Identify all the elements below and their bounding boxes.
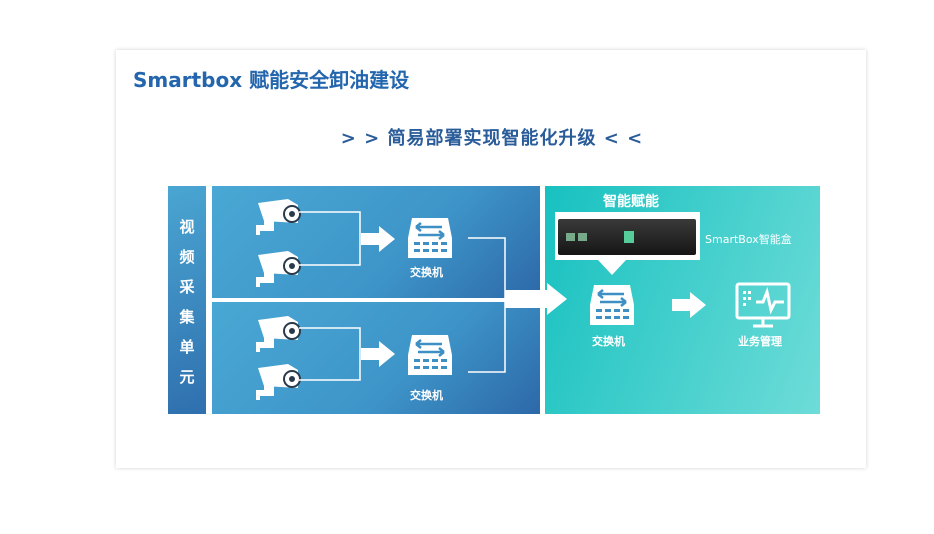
left-label-text: 视频采集单元: [179, 218, 195, 386]
switch-label: 交换机: [592, 335, 625, 348]
camera-icon: [255, 198, 301, 236]
slide-subtitle: > > 简易部署实现智能化升级 < <: [340, 128, 644, 149]
camera-icon: [255, 363, 301, 401]
switch-label: 交换机: [410, 389, 443, 402]
arrow-icon: [361, 226, 395, 252]
arrow-icon: [672, 292, 706, 318]
smartbox-device-label: SmartBox智能盒: [705, 233, 792, 246]
switch-icon: [406, 333, 454, 377]
switch-icon: [588, 283, 636, 327]
business-management-label: 业务管理: [738, 335, 782, 348]
camera-icon: [255, 315, 301, 353]
video-capture-unit-label: 视频采集单元: [168, 186, 206, 414]
switch-label: 交换机: [410, 266, 443, 279]
monitor-icon: [735, 282, 791, 328]
arrow-icon: [361, 341, 395, 367]
empower-label: 智能赋能: [603, 194, 659, 210]
camera-icon: [255, 250, 301, 288]
smartbox-device-image: [555, 212, 700, 260]
connector-lines: [299, 211, 506, 381]
merge-arrow-icon: [505, 283, 567, 315]
switch-icon: [406, 216, 454, 260]
slide-title: Smartbox 赋能安全卸油建设: [133, 68, 410, 92]
down-triangle-icon: [598, 260, 626, 275]
